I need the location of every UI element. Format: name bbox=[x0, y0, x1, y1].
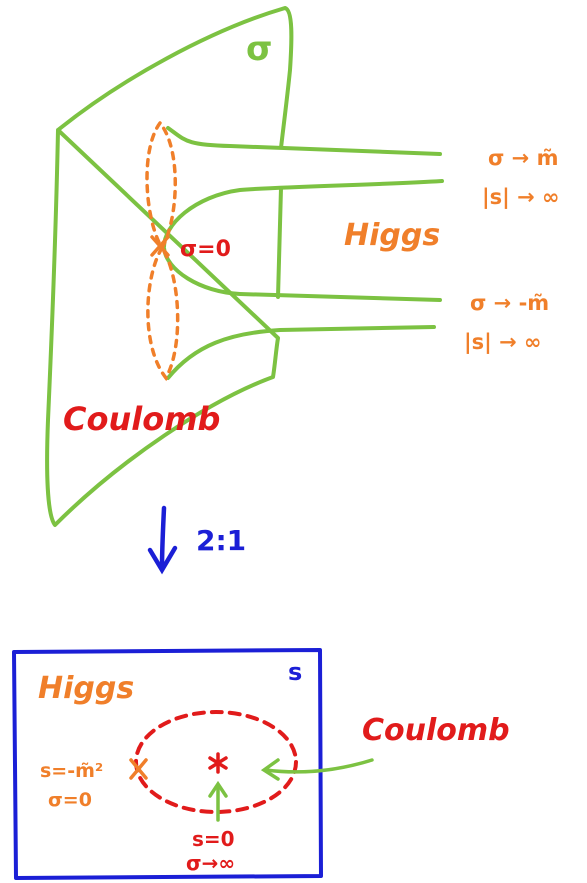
horn-lower-outer bbox=[166, 325, 436, 380]
branch-upper-sigma: σ → m̃ bbox=[488, 146, 558, 170]
branch-upper-s: |s| → ∞ bbox=[482, 185, 560, 210]
sheet-inner-edge bbox=[276, 186, 283, 299]
coulomb-pointer-arrow-icon bbox=[260, 758, 374, 781]
horn-inner-loop bbox=[161, 179, 444, 302]
center-label-s: s=0 bbox=[192, 827, 235, 851]
coulomb-label-bottom: Coulomb bbox=[362, 713, 510, 748]
higgs-point-cross-icon bbox=[129, 758, 148, 780]
coulomb-label-top: Coulomb bbox=[63, 400, 220, 438]
point-label-sigma: σ=0 bbox=[48, 789, 92, 811]
branch-lower-s: |s| → ∞ bbox=[464, 330, 542, 355]
dashed-circle-lower bbox=[146, 244, 180, 382]
sheet-label: σ bbox=[246, 29, 272, 69]
center-pointer-arrow-icon bbox=[208, 780, 228, 822]
coulomb-dashed-circle bbox=[134, 710, 298, 814]
branch-lower-sigma: σ → -m̃ bbox=[470, 291, 549, 315]
sigma-zero-label: σ=0 bbox=[180, 237, 231, 262]
map-ratio-label: 2:1 bbox=[196, 524, 246, 557]
origin-cross-icon bbox=[150, 235, 170, 257]
point-label-s: s=-m̃² bbox=[40, 760, 103, 782]
s-plane-frame bbox=[12, 648, 323, 880]
higgs-label-top: Higgs bbox=[344, 218, 440, 253]
origin-star-icon bbox=[208, 752, 228, 774]
sigma-sheet-outline bbox=[45, 6, 294, 527]
map-arrow-icon bbox=[147, 505, 178, 575]
higgs-label-bottom: Higgs bbox=[38, 671, 134, 706]
s-plane-label: s bbox=[288, 658, 302, 686]
horn-upper-outer bbox=[166, 126, 442, 156]
center-label-sigma: σ→∞ bbox=[186, 851, 235, 875]
